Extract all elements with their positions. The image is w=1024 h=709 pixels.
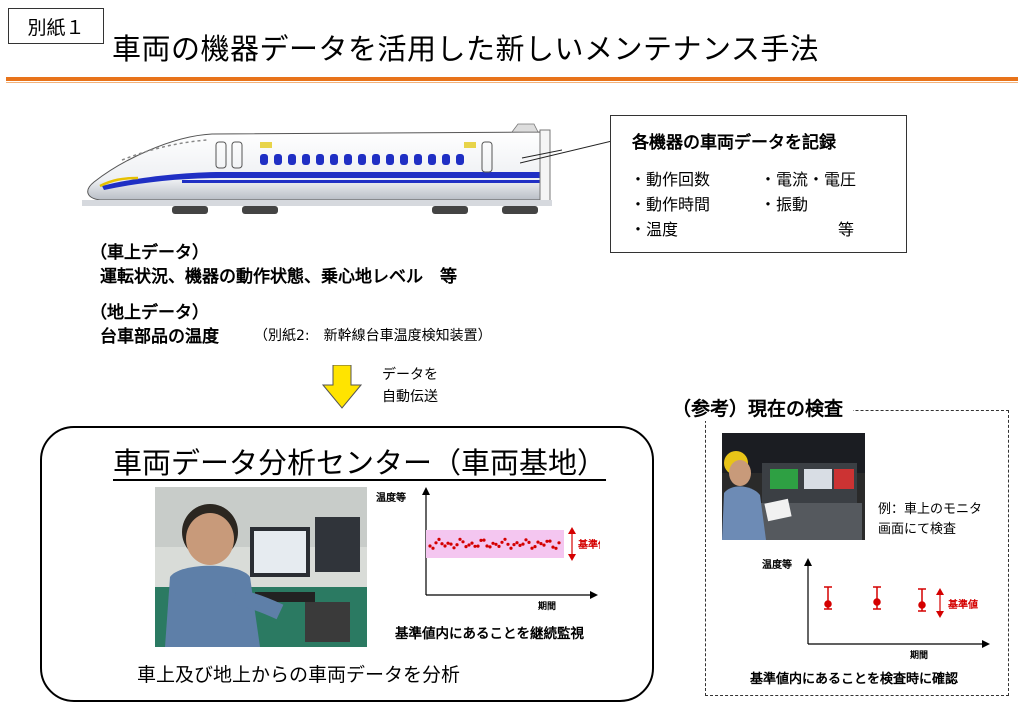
measurement-point <box>473 544 477 548</box>
inspection-point <box>918 588 926 612</box>
cab-monitor-photo <box>722 433 865 540</box>
measurement-point <box>545 539 549 543</box>
inspection-chart: 基準値 温度等 期間 <box>762 558 990 660</box>
standard-range-arrowhead-up <box>568 527 576 534</box>
x-axis-arrowhead <box>982 640 990 648</box>
analysis-center-title: 車両データ分析センター（車両基地） <box>113 446 607 480</box>
measurement-points <box>428 537 561 550</box>
measurement-point <box>539 542 543 546</box>
measurement-point <box>431 546 435 550</box>
inspection-point <box>873 586 881 610</box>
inspection-example-note: 例：車上のモニタ 画面にて検査 <box>878 500 982 540</box>
record-data-box <box>610 115 907 253</box>
measurement-point <box>524 538 528 542</box>
measurement-point <box>443 544 447 548</box>
onboard-data-heading: （車上データ） <box>90 243 209 263</box>
measurement-point <box>449 542 453 546</box>
measurement-point <box>530 546 534 550</box>
ground-data-body: 台車部品の温度 <box>100 327 219 347</box>
measurement-point <box>515 541 519 545</box>
analyst-photo <box>155 487 367 647</box>
measurement-point <box>527 540 531 544</box>
standard-value-label: 基準値 <box>577 538 600 551</box>
x-axis-arrowhead <box>590 591 598 599</box>
y-axis-label: 温度等 <box>376 491 406 504</box>
measurement-point <box>482 538 486 542</box>
current-inspection-panel <box>705 410 1009 696</box>
inspection-point <box>824 586 832 610</box>
measurement-point <box>452 546 456 550</box>
standard-range-arrowhead-down <box>936 611 944 618</box>
inspection-example-line1: 例：車上のモニタ <box>878 502 983 517</box>
record-item: ・動作回数 <box>630 170 711 189</box>
analysis-center-panel <box>40 426 654 702</box>
record-item: ・温度 <box>630 220 679 239</box>
x-axis-label: 期間 <box>910 649 928 660</box>
x-axis-label: 期間 <box>538 600 556 612</box>
measurement-point <box>470 541 474 545</box>
measurement-point <box>503 537 507 541</box>
measurement-point <box>521 542 525 546</box>
down-arrow-icon <box>322 365 362 409</box>
standard-range-arrowhead-up <box>936 588 944 595</box>
record-item: ・電流・電圧 <box>760 170 857 189</box>
measurement-point <box>500 540 504 544</box>
record-item: ・振動 <box>760 195 809 214</box>
measurement-point <box>434 541 438 545</box>
inspection-chart-caption: 基準値内にあることを検査時に確認 <box>750 672 959 687</box>
measurement-point <box>557 541 561 545</box>
auto-transfer-line1: データを <box>382 367 438 383</box>
analysis-center-summary: 車上及び地上からの車両データを分析 <box>137 664 461 686</box>
measurement-point <box>548 539 552 543</box>
title-divider-shadow <box>6 82 1018 83</box>
onboard-data-body: 運転状況、機器の動作状態、乗心地レベル 等 <box>100 267 457 287</box>
measurement-point <box>536 540 540 544</box>
measurement-point <box>464 545 468 549</box>
measurement-point <box>428 544 432 548</box>
measurement-point <box>479 538 483 542</box>
title-divider <box>6 77 1018 81</box>
measurement-point <box>506 542 510 546</box>
auto-transfer-label: データを 自動伝送 <box>382 364 438 408</box>
measurement-point <box>488 545 492 549</box>
ground-data-note: （別紙2: 新幹線台車温度検知装置） <box>254 328 492 344</box>
record-box-title: 各機器の車両データを記録 <box>632 133 836 153</box>
standard-range-arrowhead-down <box>568 554 576 561</box>
callout-leader-line <box>520 140 612 164</box>
current-inspection-title: （参考）現在の検査 <box>666 394 854 421</box>
measurement-point <box>512 543 516 547</box>
monitoring-chart: 基準値 温度等 期間 <box>376 487 600 612</box>
record-item: ・動作時間 <box>630 195 711 214</box>
measurement-point <box>551 545 555 549</box>
measurement-point <box>440 542 444 546</box>
measurement-point <box>485 544 489 548</box>
measurement-point <box>461 540 465 544</box>
measurement-point <box>476 544 480 548</box>
shinkansen-train-illustration <box>82 123 562 214</box>
measurement-point <box>467 543 471 547</box>
monitoring-chart-caption: 基準値内にあることを継続監視 <box>395 626 584 642</box>
measurement-point <box>458 537 462 541</box>
page-title: 車両の機器データを活用した新しいメンテナンス手法 <box>112 32 820 66</box>
measurement-point <box>446 541 450 545</box>
measurement-point <box>509 546 513 550</box>
inspection-example-line2: 画面にて検査 <box>878 522 957 537</box>
attachment-tag: 別紙１ <box>8 8 104 44</box>
y-axis-arrowhead <box>422 487 430 495</box>
measurement-point <box>542 543 546 547</box>
measurement-point <box>518 543 522 547</box>
auto-transfer-line2: 自動伝送 <box>382 389 438 405</box>
record-item: 等 <box>838 220 855 239</box>
measurement-point <box>491 541 495 545</box>
measurement-point <box>455 543 459 547</box>
y-axis-label: 温度等 <box>762 558 792 571</box>
measurement-point <box>533 545 537 549</box>
ground-data-heading: （地上データ） <box>90 303 209 323</box>
measurement-point <box>437 537 441 541</box>
measurement-point <box>497 544 501 548</box>
measurement-point <box>554 546 558 550</box>
measurement-point <box>494 542 498 546</box>
standard-value-label: 基準値 <box>947 598 978 611</box>
y-axis-arrowhead <box>804 558 812 566</box>
